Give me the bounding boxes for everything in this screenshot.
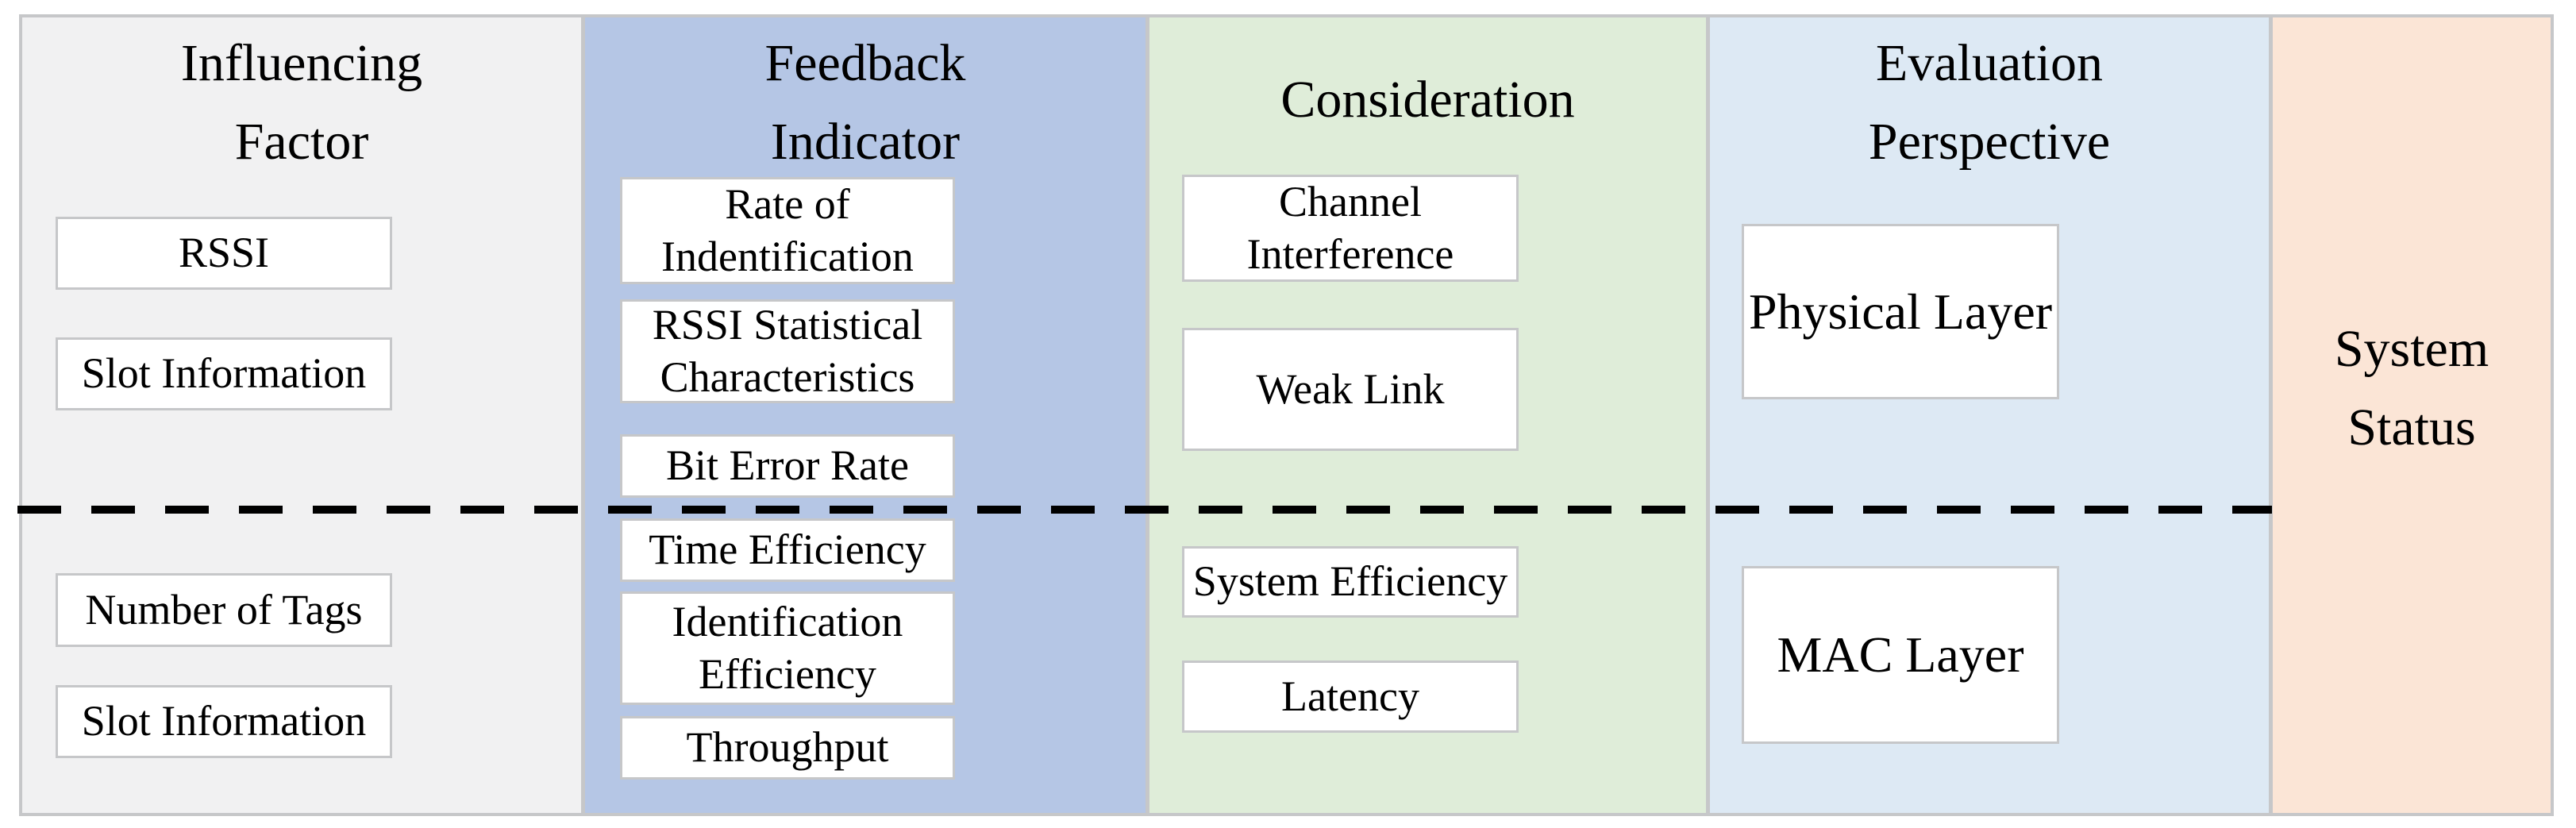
column-evaluation-perspective: Evaluation Perspective Physical Layer MA…	[1710, 17, 2269, 813]
box-label: Rate of Indentification	[661, 179, 914, 280]
column-system-status: System Status	[2273, 17, 2551, 813]
column-title-feedback-indicator: Feedback Indicator	[764, 34, 966, 171]
box-label: MAC Layer	[1777, 626, 2024, 683]
box-label: Slot Information	[81, 697, 367, 745]
box-label: Number of Tags	[85, 585, 363, 634]
box-label: Weak Link	[1256, 364, 1445, 413]
column-title-influencing-factor: Influencing Factor	[180, 34, 423, 171]
box-label: Physical Layer	[1748, 283, 2053, 340]
box-label: Channel Interference	[1246, 177, 1454, 278]
box-label: Bit Error Rate	[666, 441, 909, 490]
box-label: Throughput	[686, 723, 889, 772]
box-time-efficiency: Time Efficiency	[620, 518, 955, 582]
box-system-efficiency: System Efficiency	[1182, 546, 1519, 618]
column-title-evaluation-perspective: Evaluation Perspective	[1868, 34, 2111, 171]
column-consideration: Consideration Channel Interference Weak …	[1149, 17, 1706, 813]
box-label: System Efficiency	[1192, 557, 1508, 606]
box-channel-interference: Channel Interference	[1182, 175, 1519, 282]
box-label: RSSI	[178, 229, 270, 277]
box-number-of-tags: Number of Tags	[56, 573, 392, 647]
box-identification-efficiency: Identification Efficiency	[620, 591, 955, 705]
box-label: Latency	[1281, 672, 1419, 720]
box-label: RSSI Statistical Characteristics	[652, 300, 923, 401]
box-label: Slot Information	[81, 349, 367, 398]
box-bit-error-rate: Bit Error Rate	[620, 434, 955, 498]
box-slot-information-bottom: Slot Information	[56, 685, 392, 758]
box-latency: Latency	[1182, 660, 1519, 733]
box-slot-information-top: Slot Information	[56, 337, 392, 410]
box-rssi: RSSI	[56, 217, 392, 290]
box-mac-layer: MAC Layer	[1742, 566, 2059, 744]
box-rssi-statistical-characteristics: RSSI Statistical Characteristics	[620, 299, 955, 403]
column-influencing-factor: Influencing Factor RSSI Slot Information…	[22, 17, 581, 813]
dashed-divider-line	[17, 506, 2272, 514]
box-weak-link: Weak Link	[1182, 328, 1519, 451]
box-label: Time Efficiency	[649, 526, 926, 574]
column-title-consideration: Consideration	[1280, 71, 1575, 129]
column-feedback-indicator: Feedback Indicator Rate of Indentificati…	[585, 17, 1146, 813]
box-label: Identification Efficiency	[672, 597, 903, 698]
box-physical-layer: Physical Layer	[1742, 224, 2059, 399]
box-throughput: Throughput	[620, 716, 955, 780]
column-title-system-status: System Status	[2334, 320, 2489, 456]
box-rate-of-identification: Rate of Indentification	[620, 177, 955, 284]
diagram-frame: Influencing Factor RSSI Slot Information…	[19, 14, 2554, 816]
